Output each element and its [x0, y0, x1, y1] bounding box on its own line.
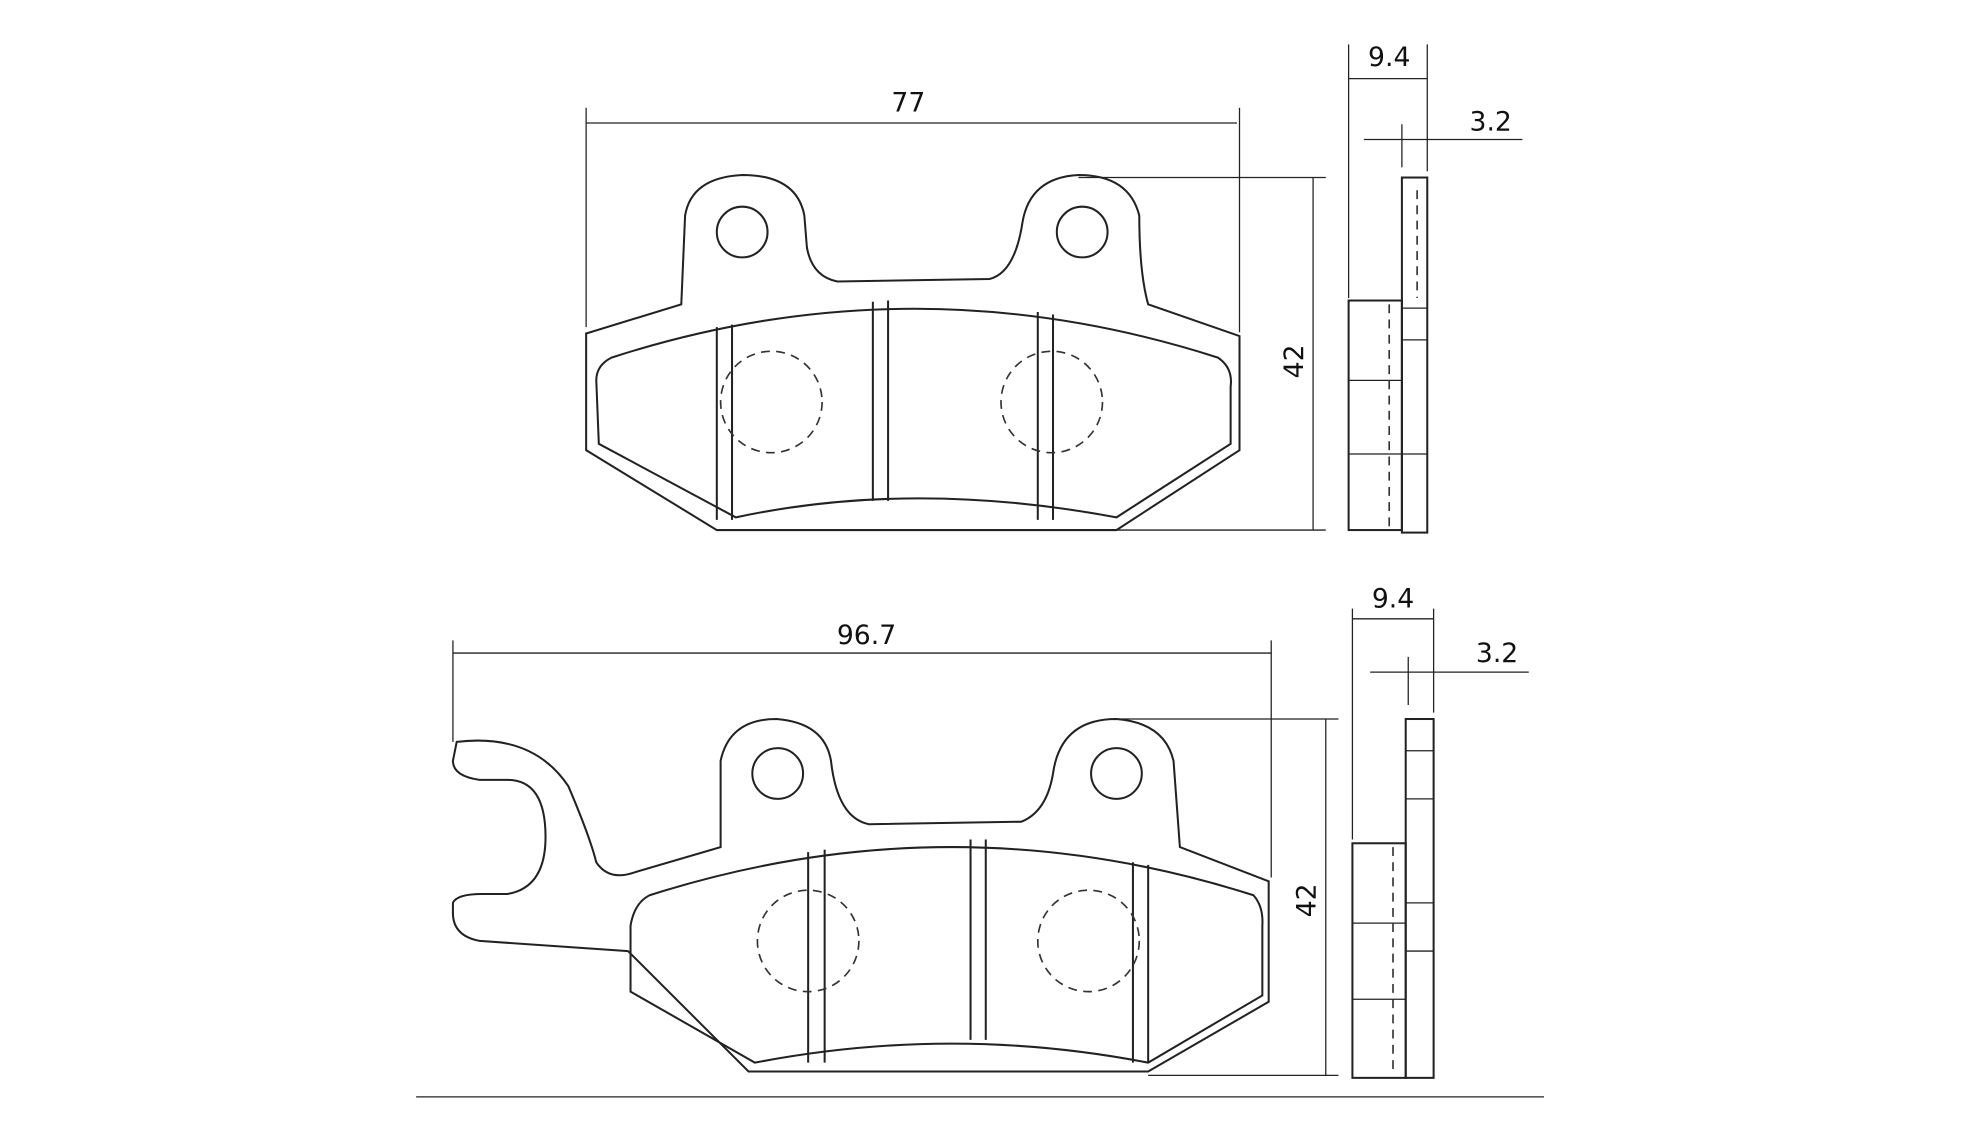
top-pad-width-dimension: 77	[891, 88, 925, 119]
top-pad-piston-circle	[1000, 350, 1104, 454]
bottom-pad-backplate-outline	[451, 717, 1270, 1073]
bottom-pad-mounting-hole	[751, 747, 805, 800]
top-pad-friction-outline	[595, 307, 1232, 519]
top-pad-mounting-hole	[715, 205, 769, 259]
top-pad-backplate-dimension: 3.2	[1470, 107, 1512, 138]
top-pad-mounting-hole	[1055, 205, 1109, 259]
bottom-pad-backplate-dimension: 3.2	[1476, 638, 1518, 669]
bottom-pad-mounting-hole	[1090, 747, 1143, 800]
bottom-pad-piston-circle	[1036, 889, 1141, 993]
bottom-pad-friction-outline	[629, 846, 1264, 1064]
bottom-pad-front-view: 96.7 42	[451, 620, 1339, 1076]
top-pad-thickness-dimension: 9.4	[1368, 42, 1410, 73]
bottom-pad-thickness-dimension: 9.4	[1372, 583, 1414, 614]
top-pad-backplate-outline	[585, 173, 1241, 532]
top-pad-piston-circle	[719, 350, 823, 454]
bottom-pad-side-view: 9.4 3.2	[1351, 583, 1529, 1079]
top-pad-height-dimension: 42	[1279, 344, 1310, 378]
top-pad-front-view: 77 42	[585, 88, 1326, 532]
top-pad-side-view: 9.4 3.2	[1347, 42, 1523, 534]
bottom-pad-width-dimension: 96.7	[837, 620, 896, 651]
bottom-pad-height-dimension: 42	[1292, 883, 1323, 917]
bottom-pad-piston-circle	[756, 889, 860, 993]
